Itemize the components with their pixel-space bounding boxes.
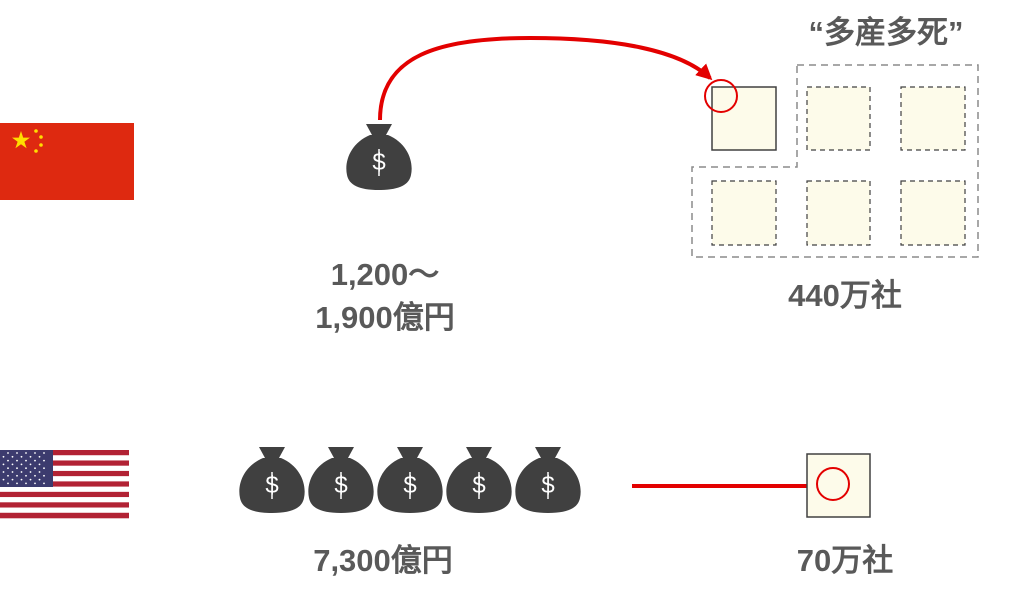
flag-star-icon <box>34 452 36 454</box>
caption-many-births-many-deaths: “多産多死” <box>808 15 964 50</box>
flag-star-icon <box>25 474 27 477</box>
flag-star-icon <box>43 459 45 462</box>
flag-star-icon <box>38 455 41 458</box>
flag-stripe <box>0 497 129 503</box>
china-company-count: 440万社 <box>788 278 902 313</box>
flag-star-icon <box>7 452 9 454</box>
flag-stripe <box>0 491 129 498</box>
flag-stripe <box>0 476 129 482</box>
money-bag-icon <box>345 123 413 191</box>
flag-star-icon <box>16 482 18 485</box>
flag-star-icon <box>34 482 36 485</box>
flag-star-icon <box>20 478 23 481</box>
flag-star-icon <box>11 463 14 466</box>
flag-star-icon <box>12 131 30 149</box>
flag-stripe <box>0 502 129 508</box>
flag-star-icon <box>16 474 18 477</box>
flag-star-icon <box>11 455 14 458</box>
many-companies-dashed-region <box>691 64 979 258</box>
flag-star-icon <box>2 463 5 466</box>
flag-star-icon <box>2 455 5 458</box>
flag-stripe <box>0 450 129 456</box>
flag-star-icon <box>38 471 41 473</box>
flag-star-icon <box>16 459 18 462</box>
flag-star-icon <box>11 478 14 481</box>
china-investment-line2: 1,900億円 <box>315 300 455 335</box>
company-box <box>806 180 871 246</box>
money-bag-icon <box>376 446 444 514</box>
flag-star-icon <box>25 482 27 485</box>
flag-star-icon <box>29 471 32 473</box>
flag-stripe <box>0 460 129 466</box>
flag-star-icon <box>20 463 23 466</box>
flag-star-icon <box>2 478 5 481</box>
flag-stripe <box>0 470 129 477</box>
money-bag-icon <box>445 446 513 514</box>
usa-investment: 7,300億円 <box>313 543 453 578</box>
company-box <box>900 180 966 246</box>
flag-stripe <box>0 481 129 487</box>
flag-star-icon <box>7 474 9 477</box>
flag-star-icon <box>43 452 45 454</box>
flag-china <box>0 123 134 200</box>
company-box-funded <box>711 86 777 151</box>
flag-star-icon <box>11 471 14 473</box>
company-box <box>711 180 777 246</box>
flag-star-icon <box>43 474 45 477</box>
flag-stripe <box>0 486 129 493</box>
flag-star-icon <box>25 452 27 454</box>
money-bag-icon <box>238 446 306 514</box>
company-box <box>900 86 966 151</box>
flag-stripe <box>0 465 129 472</box>
flag-star-icon <box>38 478 41 481</box>
flag-star-icon <box>29 478 32 481</box>
flag-stripe <box>0 512 129 519</box>
flag-star-icon <box>34 459 36 462</box>
flag-stripe <box>0 507 129 514</box>
target-circle-icon <box>704 79 738 113</box>
flag-star-icon <box>16 452 18 454</box>
money-bag-icon <box>307 446 375 514</box>
flag-star-icon <box>7 467 9 470</box>
company-box <box>806 86 871 151</box>
flag-star-icon <box>38 463 41 466</box>
flag-star-icon <box>7 459 9 462</box>
flag-star-icon <box>43 482 45 485</box>
china-investment-line1: 1,200～ <box>330 257 440 292</box>
flag-star-icon <box>20 471 23 473</box>
flag-star-icon <box>20 455 23 458</box>
flag-stripe <box>0 455 129 461</box>
target-circle-icon <box>816 467 850 501</box>
flag-star-icon <box>34 467 36 470</box>
flag-star-icon <box>25 459 27 462</box>
investment-flow-arrow <box>378 35 713 121</box>
flag-star-icon <box>34 474 36 477</box>
flag-usa <box>0 450 129 519</box>
flag-star-icon <box>16 467 18 470</box>
flag-star-icon <box>43 467 45 470</box>
flag-star-icon <box>25 467 27 470</box>
flag-star-icon <box>29 463 32 466</box>
money-bag-icon <box>514 446 582 514</box>
flag-star-icon <box>7 482 9 485</box>
usa-company-count: 70万社 <box>796 543 894 578</box>
flag-star-icon <box>2 471 5 473</box>
flag-star-icon <box>29 455 32 458</box>
